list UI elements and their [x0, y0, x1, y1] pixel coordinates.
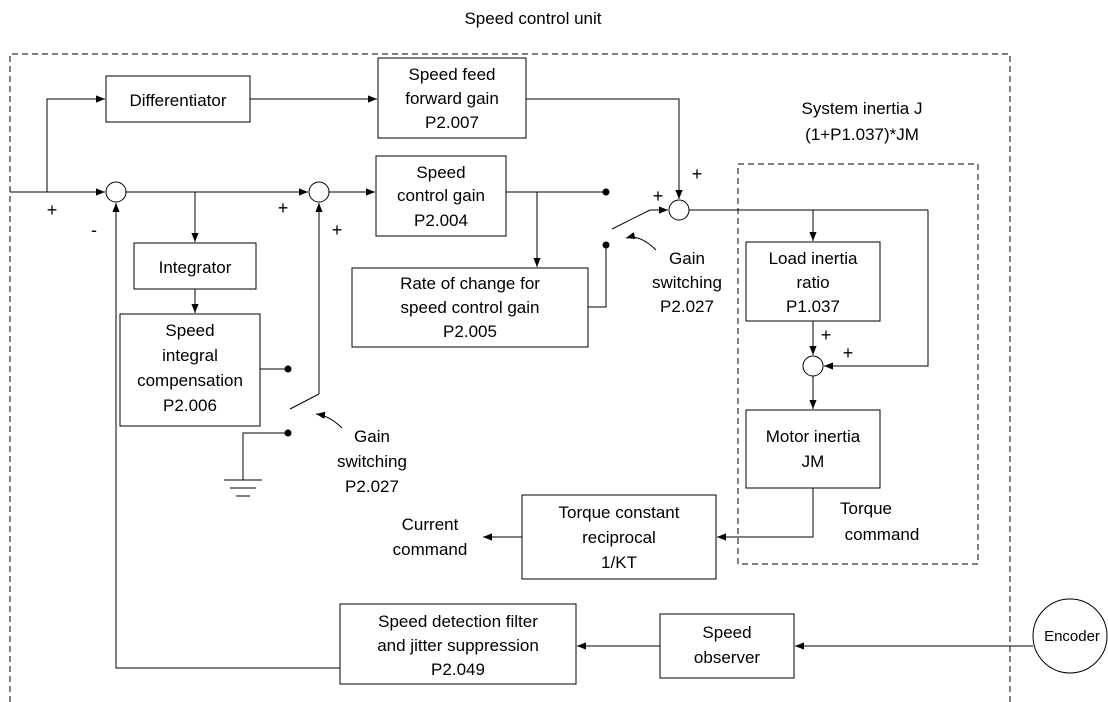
speed-feedforward-gain-block: Speed feed forward gain P2.007: [377, 57, 527, 139]
switch-contacts: [284, 188, 610, 437]
sign-plus-j3-top: +: [692, 164, 703, 184]
rate-change-line1: Rate of change for: [400, 274, 540, 293]
current-command-line2: command: [393, 540, 468, 559]
system-inertia-boundary: [737, 163, 979, 565]
integral-comp-line3: compensation: [137, 371, 243, 390]
system-inertia-title: System inertia J: [802, 99, 923, 118]
speed-integral-compensation-block: Speed integral compensation P2.006: [119, 313, 261, 427]
gain-switch-upper-line1: Gain: [669, 249, 705, 268]
load-inertia-ratio-block: Load inertia ratio P1.037: [745, 241, 881, 322]
feedforward-line3: P2.007: [425, 113, 479, 132]
load-inertia-line1: Load inertia: [769, 249, 858, 268]
sign-plus-j3-left: +: [653, 186, 664, 206]
current-command-label: Current command: [393, 515, 468, 559]
encoder: Encoder: [1032, 598, 1108, 674]
gain-switch-lower-line1: Gain: [354, 427, 390, 446]
gain-switch-upper-line3: P2.027: [660, 297, 714, 316]
sign-plus-j2-bottom: +: [332, 220, 343, 240]
load-inertia-line2: ratio: [796, 273, 829, 292]
feedforward-line2: forward gain: [405, 89, 499, 108]
speed-observer-block: Speed observer: [659, 613, 795, 679]
integral-comp-line1: Speed: [165, 321, 214, 340]
diagram-title: Speed control unit: [464, 9, 601, 28]
speed-gain-line2: control gain: [397, 186, 485, 205]
signal-lines: [10, 95, 1033, 669]
sign-plus-j4-right: +: [843, 343, 854, 363]
rate-change-line2: speed control gain: [401, 298, 540, 317]
integral-comp-line4: P2.006: [163, 396, 217, 415]
summing-junction-3: [668, 199, 690, 221]
rate-change-line3: P2.005: [443, 322, 497, 341]
speed-control-unit-boundary: [9, 53, 1011, 702]
speed-detection-filter-block: Speed detection filter and jitter suppre…: [339, 603, 577, 685]
summing-junction-1: [105, 181, 127, 203]
motor-inertia-block: Motor inertia JM: [745, 409, 881, 489]
rate-of-change-block: Rate of change for speed control gain P2…: [351, 267, 589, 348]
summing-junction-4: [802, 355, 824, 377]
integral-comp-line2: integral: [162, 346, 218, 365]
sign-plus-input: +: [47, 200, 58, 220]
torque-command-label: Torque command: [840, 499, 919, 544]
integrator-label: Integrator: [159, 258, 232, 277]
detection-filter-line1: Speed detection filter: [378, 612, 538, 631]
torque-constant-line1: Torque constant: [559, 503, 680, 522]
junction-signs: + - + + + + + +: [47, 164, 854, 363]
encoder-label: Encoder: [1044, 628, 1100, 645]
differentiator-block: Differentiator: [105, 75, 251, 123]
observer-line2: observer: [694, 648, 760, 667]
gain-switch-lower-line3: P2.027: [345, 477, 399, 496]
current-command-line1: Current: [402, 515, 459, 534]
differentiator-label: Differentiator: [129, 91, 226, 110]
torque-constant-line2: reciprocal: [582, 528, 656, 547]
gain-switching-upper-label: Gain switching P2.027: [652, 249, 722, 316]
speed-gain-line1: Speed: [416, 163, 465, 182]
torque-constant-reciprocal-block: Torque constant reciprocal 1/KT: [521, 494, 717, 580]
gain-switch-upper-line2: switching: [652, 273, 722, 292]
integrator-block: Integrator: [133, 242, 257, 290]
motor-inertia-line2: JM: [802, 452, 825, 471]
motor-inertia-line1: Motor inertia: [766, 427, 861, 446]
speed-gain-line3: P2.004: [414, 211, 468, 230]
sign-minus-feedback: -: [91, 220, 97, 240]
gain-switch-lower-line2: switching: [337, 452, 407, 471]
detection-filter-line3: P2.049: [431, 660, 485, 679]
sign-plus-j2-left: +: [278, 198, 289, 218]
gain-switching-lower-label: Gain switching P2.027: [337, 427, 407, 496]
torque-constant-line3: 1/KT: [601, 553, 637, 572]
load-inertia-line3: P1.037: [786, 297, 840, 316]
sign-plus-j4-top: +: [821, 325, 832, 345]
observer-line1: Speed: [702, 623, 751, 642]
summing-junction-2: [308, 181, 330, 203]
speed-control-gain-block: Speed control gain P2.004: [375, 155, 507, 237]
feedforward-line1: Speed feed: [409, 65, 496, 84]
torque-command-line1: Torque: [840, 499, 892, 518]
system-inertia-formula: (1+P1.037)*JM: [805, 125, 919, 144]
detection-filter-line2: and jitter suppression: [377, 636, 539, 655]
torque-command-line2: command: [845, 525, 920, 544]
